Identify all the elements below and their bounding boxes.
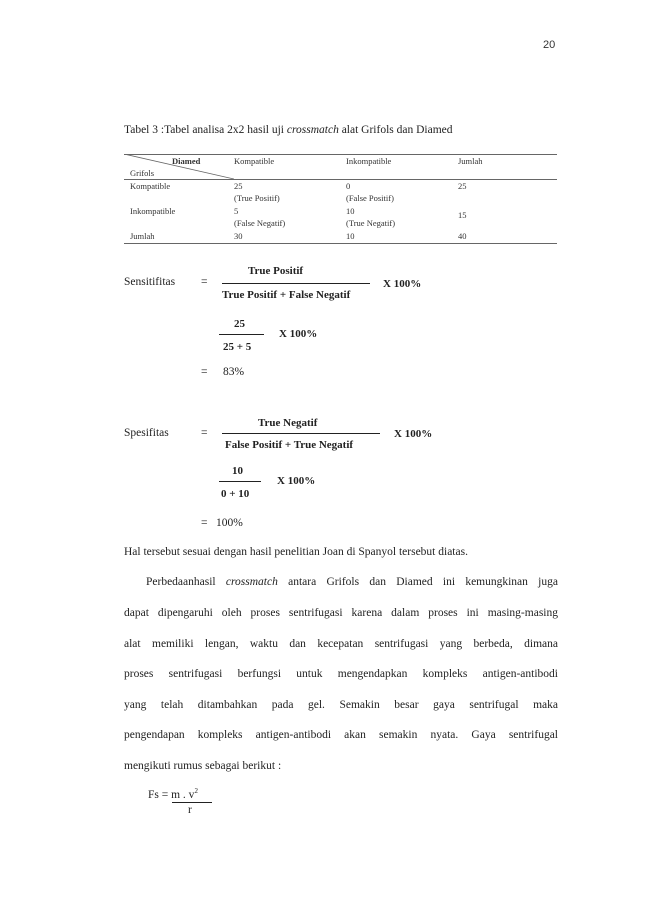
specificity-multiplier: X 100%	[394, 428, 433, 440]
paragraph-line-3: alat memiliki lengan, waktu dan kecepata…	[124, 638, 558, 650]
sensitivity-result-equals: =	[201, 366, 208, 378]
cell-note: (True Positif)	[234, 193, 280, 203]
specificity-result: 100%	[216, 517, 243, 529]
specificity-equals: =	[201, 427, 208, 439]
centrifugal-formula: Fs = m . v2	[148, 787, 198, 801]
sensitivity-numerator: True Positif	[248, 265, 304, 277]
sensitivity-label: Sensitifitas	[124, 276, 176, 288]
page-number: 20	[543, 39, 556, 51]
caption-suffix: alat Grifols dan Diamed	[338, 124, 453, 136]
cell-total: 40	[458, 231, 467, 241]
paragraph-line-1: Perbedaanhasil crossmatch antara Grifols…	[124, 576, 558, 588]
cell-value: 0	[346, 181, 351, 191]
cell-note: (True Negatif)	[346, 218, 396, 228]
table-header-rule	[124, 179, 557, 180]
specificity-denominator: False Positif + True Negatif	[225, 439, 354, 451]
cell-value: 30	[234, 231, 243, 241]
specificity-den-value: 0 + 10	[221, 488, 250, 500]
header-inkompatible: Inkompatible	[346, 156, 392, 166]
table-caption: Tabel 3 :Tabel analisa 2x2 hasil uji cro…	[124, 124, 453, 136]
row-label-inkompatible: Inkompatible	[130, 206, 176, 216]
corner-header-diamed: Diamed	[172, 156, 201, 166]
specificity-num-value: 10	[232, 465, 243, 477]
paragraph-line-7: mengikuti rumus sebagai berikut :	[124, 760, 282, 772]
cell-value: 10	[346, 231, 355, 241]
formula-lhs: Fs =	[148, 788, 172, 801]
paragraph-line-6: pengendapan kompleks antigen-antibodi ak…	[124, 729, 558, 741]
paragraph-line-1b: antara Grifols dan Diamed ini kemungkina…	[277, 576, 558, 588]
formula-denominator: r	[188, 804, 192, 816]
specificity-value-bar	[219, 481, 261, 482]
specificity-result-equals: =	[201, 517, 208, 529]
specificity-fraction-bar	[222, 433, 380, 434]
row-label-jumlah: Jumlah	[130, 231, 155, 241]
cell-value: 5	[234, 206, 239, 216]
cell-total: 15	[458, 210, 467, 220]
sensitivity-fraction-bar	[222, 283, 370, 284]
sensitivity-multiplier-2: X 100%	[279, 328, 318, 340]
table-bottom-rule	[124, 243, 557, 244]
body-sentence: Hal tersebut sesuai dengan hasil penelit…	[124, 546, 468, 558]
formula-numerator: m . v	[171, 788, 195, 801]
paragraph-line-2: dapat dipengaruhi oleh proses sentrifuga…	[124, 607, 558, 619]
row-label-kompatible: Kompatible	[130, 181, 171, 191]
sensitivity-num-value: 25	[234, 318, 245, 330]
sensitivity-equals: =	[201, 276, 208, 288]
sensitivity-denominator: True Positif + False Negatif	[222, 289, 351, 301]
sensitivity-value-bar	[219, 334, 264, 335]
table-corner-diagonal	[124, 154, 234, 179]
paragraph-line-1a: Perbedaanhasil	[146, 576, 226, 588]
header-kompatible: Kompatible	[234, 156, 275, 166]
header-jumlah: Jumlah	[458, 156, 483, 166]
cell-value: 25	[234, 181, 243, 191]
specificity-numerator: True Negatif	[258, 417, 318, 429]
specificity-label: Spesifitas	[124, 427, 169, 439]
cell-note: (False Positif)	[346, 193, 394, 203]
table-top-rule	[124, 154, 557, 155]
sensitivity-multiplier: X 100%	[383, 278, 422, 290]
sensitivity-den-value: 25 + 5	[223, 341, 252, 353]
paragraph-line-4: proses sentrifugasi berfungsi untuk meng…	[124, 668, 558, 680]
sensitivity-result: 83%	[223, 366, 245, 378]
caption-italic: crossmatch	[286, 124, 339, 136]
specificity-multiplier-2: X 100%	[277, 475, 316, 487]
cell-note: (False Negatif)	[234, 218, 286, 228]
cell-value: 10	[346, 206, 355, 216]
paragraph-italic-term: crossmatch	[225, 576, 278, 588]
formula-exponent: 2	[194, 787, 198, 795]
formula-fraction-bar	[172, 802, 212, 803]
caption-prefix: Tabel 3 :Tabel analisa 2x2 hasil uji	[124, 124, 287, 136]
cell-total: 25	[458, 181, 467, 191]
paragraph-line-5: yang telah ditambahkan pada gel. Semakin…	[124, 699, 558, 711]
corner-header-grifols: Grifols	[130, 168, 155, 178]
